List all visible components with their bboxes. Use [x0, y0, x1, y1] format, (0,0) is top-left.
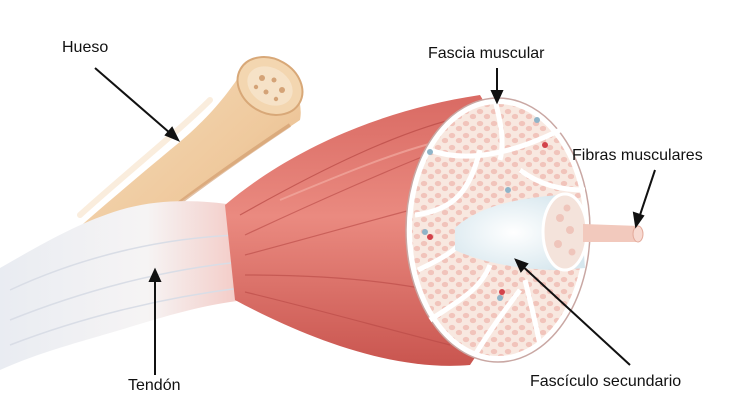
tendon-label: Tendón [128, 378, 181, 394]
muscle-fiber-rod [583, 224, 643, 242]
fibers-arrowhead [634, 213, 643, 226]
bone-leader-line [95, 68, 178, 140]
fascicle-label: Fascículo secundario [530, 374, 681, 390]
bone-label: Hueso [62, 40, 108, 56]
fascia-label: Fascia muscular [428, 46, 544, 62]
fibers-label: Fibras musculares [572, 148, 703, 164]
tendon [0, 201, 245, 370]
